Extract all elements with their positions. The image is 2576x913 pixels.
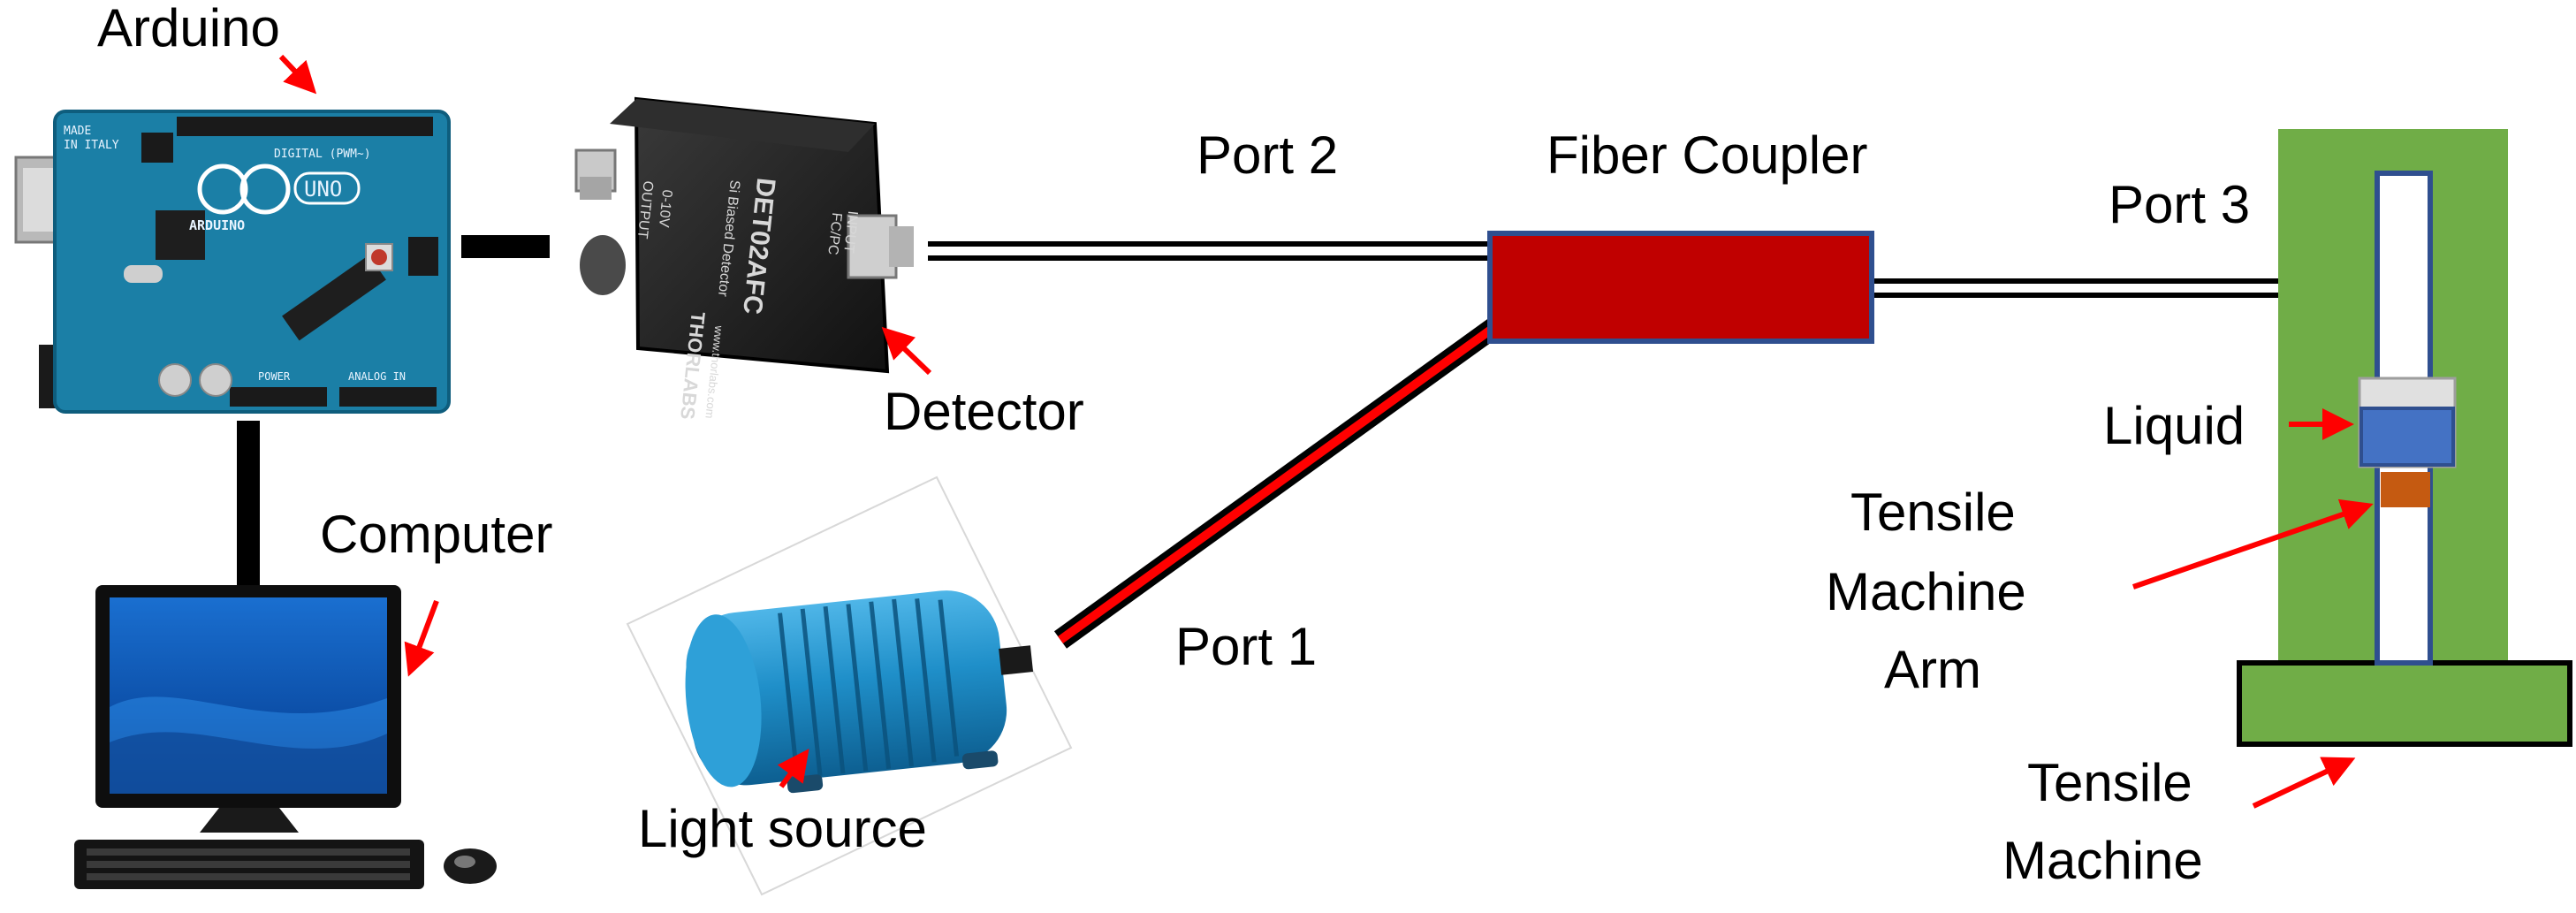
detector-input-text: INPUT: [840, 210, 860, 255]
mouse-highlight: [454, 856, 475, 868]
arduino-computer-cable: [237, 421, 260, 585]
light-source-end-cap: [685, 614, 762, 787]
label-tensile-arm-3: Arm: [1884, 640, 1981, 699]
analog-header: [339, 387, 437, 407]
detector-input-type-text: FC/PC: [824, 212, 844, 256]
board-brand-text: ARDUINO: [189, 217, 245, 233]
computer-arrow: [404, 599, 439, 677]
tensile-arm-arrow: [2132, 498, 2374, 590]
board-made-text: MADE: [64, 125, 91, 138]
uno-badge: [293, 171, 361, 205]
detector: DET02AFC Si Biased Detector OUTPUT 0-10V…: [574, 96, 914, 421]
arduino-logo: [239, 164, 291, 215]
light-source-foot: [961, 750, 999, 770]
label-port3: Port 3: [2109, 175, 2250, 234]
liquid: [2359, 407, 2455, 467]
input-fiber-connector-tip: [889, 226, 914, 267]
label-fiber-coupler: Fiber Coupler: [1546, 126, 1868, 185]
crystal: [124, 265, 163, 283]
bias-knob: [580, 235, 626, 295]
detector-arrow: [881, 326, 932, 376]
light-source-output-port: [999, 645, 1034, 675]
label-port1: Port 1: [1175, 617, 1317, 676]
power-header: [230, 387, 327, 407]
right-icsp-header: [408, 237, 438, 276]
arduino-pcb: [53, 110, 451, 414]
icsp-header: [141, 133, 173, 163]
arduino-detector-cable: [461, 235, 550, 258]
tensile-machine-arrow: [2252, 757, 2356, 809]
label-tensile-arm-1: Tensile: [1850, 483, 2016, 542]
capacitor: [199, 363, 232, 397]
detector-top: [610, 99, 875, 152]
detector-output-range-text: 0-10V: [656, 189, 674, 229]
fiber-port1: [1053, 316, 1504, 649]
label-tensile-arm-2: Machine: [1826, 562, 2026, 621]
board-italy-text: IN ITALY: [64, 139, 119, 152]
label-arduino: Arduino: [97, 0, 280, 57]
label-port2: Port 2: [1197, 126, 1338, 185]
computer: [74, 585, 497, 889]
specimen: [2381, 472, 2430, 507]
board-model-text: UNO: [304, 177, 342, 202]
board-digital-text: DIGITAL (PWM~): [274, 148, 371, 161]
reset-button-cap: [371, 249, 387, 265]
tensile-machine-base: [2237, 660, 2572, 747]
board-power-text: POWER: [258, 370, 291, 383]
light-source: [626, 476, 1073, 896]
fiber-coupler: [1487, 231, 1874, 344]
tensile-machine: [2237, 129, 2572, 747]
label-liquid: Liquid: [2103, 396, 2245, 455]
screen-wave: [110, 732, 387, 794]
input-fiber-connector: [847, 214, 898, 279]
light-source-arrow: [777, 749, 809, 788]
output-bnc-nut: [580, 177, 612, 200]
monitor-stand: [200, 808, 299, 833]
arduino-arrow: [278, 54, 317, 95]
keyboard-keys: [87, 848, 410, 880]
label-tensile-machine-1: Tensile: [2027, 753, 2192, 812]
label-computer: Computer: [320, 505, 552, 564]
arduino-board: MADE IN ITALY DIGITAL (PWM~) ARDUINO UNO…: [14, 110, 451, 414]
light-source-body: [686, 590, 1007, 786]
label-light-source: Light source: [638, 799, 927, 858]
arduino-logo: [197, 164, 248, 215]
board-analog-text: ANALOG IN: [348, 370, 406, 383]
digital-header: [177, 117, 433, 136]
detector-output-text: OUTPUT: [635, 180, 656, 240]
callout-arrows: [278, 54, 2374, 809]
microcontroller-chip: [282, 255, 386, 341]
label-detector: Detector: [884, 382, 1084, 441]
usb-chip: [156, 210, 205, 260]
cooling-fins: [778, 598, 960, 777]
capacitor: [158, 363, 192, 397]
label-tensile-machine-2: Machine: [2002, 831, 2203, 890]
